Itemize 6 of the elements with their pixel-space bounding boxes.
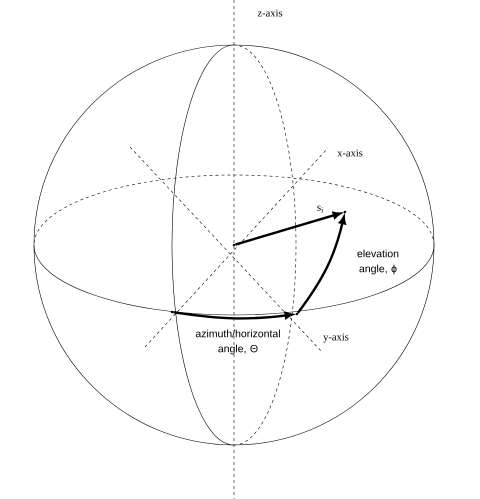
axis-label: y-axis [322, 332, 350, 344]
edge-label: elevation angle, ϕ [357, 250, 398, 274]
edge-label: azimuth/horizontal angle, Θ [196, 330, 280, 354]
axis-label: z-axis [256, 8, 284, 18]
axis-label: x-axis [336, 148, 364, 158]
vector-label: s$_{i}$ [317, 206, 324, 212]
